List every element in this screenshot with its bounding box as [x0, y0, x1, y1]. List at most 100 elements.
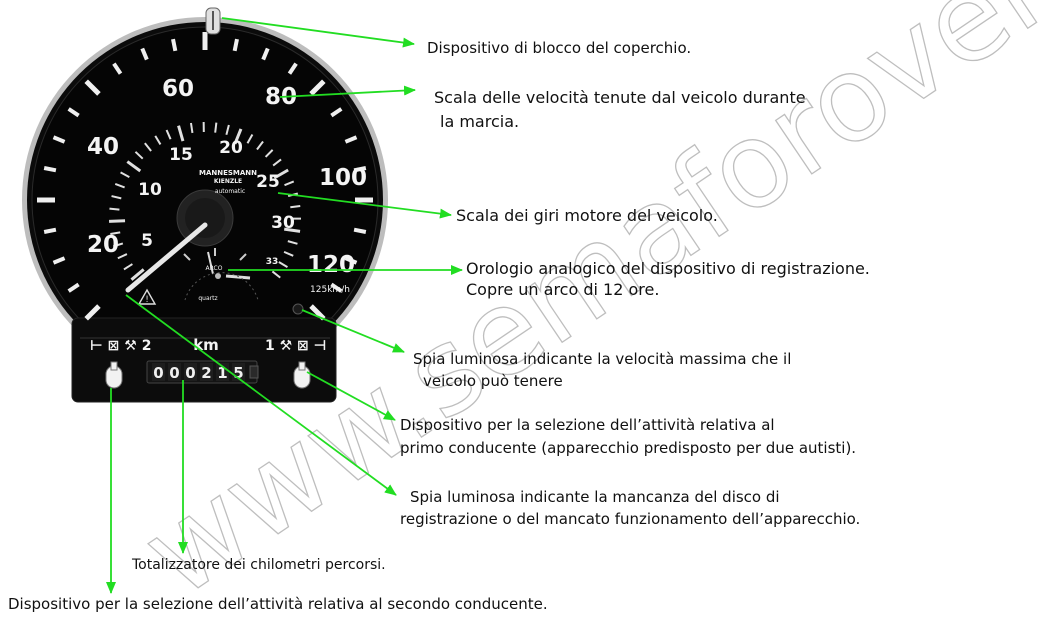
speed-tick [344, 256, 358, 265]
driver2-selector-symbols: ⊢ ⊠ ⚒ 2 [90, 338, 151, 354]
speed-tick [43, 166, 57, 173]
speed-tick [330, 282, 343, 293]
annotation-driver1-selector: Dispositivo per la selezione dell’attivi… [400, 414, 856, 460]
annotation-line: primo conducente (apparecchio predispost… [400, 439, 857, 457]
annotation-line: Dispositivo per la selezione dell’attivi… [8, 595, 548, 613]
callout-arrows [106, 17, 463, 594]
rpm-tick [290, 204, 301, 209]
odometer-cell [200, 363, 213, 381]
warning-triangle-icon [137, 288, 157, 305]
odometer-digit: 0 [185, 364, 195, 382]
max-speed-lamp [292, 303, 304, 315]
driver2-selector-knob [105, 361, 123, 389]
annotation-line: Spia luminosa indicante la mancanza del … [410, 488, 780, 506]
svg-text:!: ! [145, 295, 149, 305]
rpm-tick [287, 240, 298, 245]
rpm-tick [272, 158, 282, 167]
annotation-rpm-scale: Scala dei giri motore del veicolo. [456, 206, 718, 226]
speed-label: 60 [162, 76, 194, 102]
annotation-line: veicolo può tenere [423, 372, 563, 390]
odometer-tenths [249, 365, 259, 379]
annotation-missing-disc-light: Spia luminosa indicante la mancanza del … [400, 486, 860, 530]
rpm-tick [214, 122, 218, 133]
speed-tick [287, 62, 298, 75]
rpm-tick [177, 125, 185, 142]
odometer-cell [168, 363, 181, 381]
rpm-tick [165, 129, 172, 140]
odometer-digit: 0 [169, 364, 179, 382]
odometer-cell [184, 363, 197, 381]
annotation-speed-scale: Scala delle velocità tenute dal veicolo … [434, 86, 806, 134]
annotation-cover-lock: Dispositivo di blocco del coperchio. [427, 38, 691, 58]
rpm-tick [123, 263, 133, 271]
brand-sub-label: KIENZLE [214, 178, 242, 185]
speed-tick [309, 79, 326, 96]
clock-subdial [183, 248, 259, 301]
speed-tick [309, 304, 326, 321]
speed-tick [84, 79, 101, 96]
speed-needle [125, 222, 208, 293]
callout-arrow [279, 85, 416, 98]
callout-arrow [125, 294, 397, 496]
driver1-selector-symbols: 1 ⚒ ⊠ ⊣ [265, 338, 326, 354]
clock-label: ARCO [206, 265, 223, 272]
km-label: km [193, 336, 219, 354]
rpm-tick-marks [109, 121, 302, 281]
odometer-digit: 1 [217, 364, 227, 382]
rpm-tick [109, 207, 120, 211]
rpm-tick [256, 140, 264, 151]
odometer-digit: 5 [233, 364, 243, 382]
rpm-tick [130, 268, 145, 281]
rpm-tick [284, 180, 295, 187]
rpm-tick [117, 253, 128, 260]
annotation-line: Dispositivo di blocco del coperchio. [427, 39, 692, 57]
rpm-tick [110, 231, 121, 235]
speed-tick [261, 47, 270, 61]
speed-tick-marks [37, 32, 373, 321]
speed-tick [344, 135, 358, 144]
speed-label: 100 [319, 165, 367, 191]
annotation-line: Scala dei giri motore del veicolo. [456, 206, 718, 225]
rpm-tick [271, 270, 281, 279]
speed-tick [330, 107, 343, 118]
rpm-label: 10 [138, 180, 162, 200]
lower-panel [71, 317, 337, 403]
speed-tick [52, 256, 66, 265]
rpm-label: 15 [169, 145, 193, 165]
rpm-tick [111, 195, 122, 200]
annotation-line: Totalizzatore dei chilometri percorsi. [132, 557, 386, 573]
speed-tick [140, 47, 149, 61]
callout-arrow [301, 309, 405, 353]
odometer-cell [216, 363, 229, 381]
callout-arrow [277, 192, 452, 219]
speed-tick [112, 62, 123, 75]
rpm-tick [134, 151, 144, 160]
annotation-clock: Orologio analogico del dispositivo di re… [466, 258, 870, 300]
annotation-line: Spia luminosa indicante la velocità mass… [413, 350, 792, 368]
rpm-label: 30 [271, 213, 295, 233]
rpm-tick [109, 219, 126, 223]
speed-unit-label: 125km/h [310, 285, 350, 295]
speed-tick [43, 227, 57, 234]
rpm-tick [273, 168, 289, 180]
callout-arrow [221, 17, 415, 48]
annotation-line: Orologio analogico del dispositivo di re… [466, 259, 870, 278]
annotation-odometer: Totalizzatore dei chilometri percorsi. [132, 555, 386, 575]
rpm-tick [278, 261, 288, 269]
rpm-tick [114, 182, 125, 189]
speed-tick [353, 227, 367, 234]
rpm-label: 25 [256, 172, 280, 192]
rpm-tick [112, 242, 124, 248]
quartz-label: quartz [198, 295, 217, 302]
rpm-label: 20 [219, 138, 243, 158]
speed-label: 120 [307, 252, 355, 278]
rpm-tick [283, 250, 294, 257]
odometer-digit: 2 [201, 364, 211, 382]
callout-arrow [306, 371, 396, 421]
rpm-tick [144, 142, 152, 152]
rpm-tick [126, 160, 142, 173]
